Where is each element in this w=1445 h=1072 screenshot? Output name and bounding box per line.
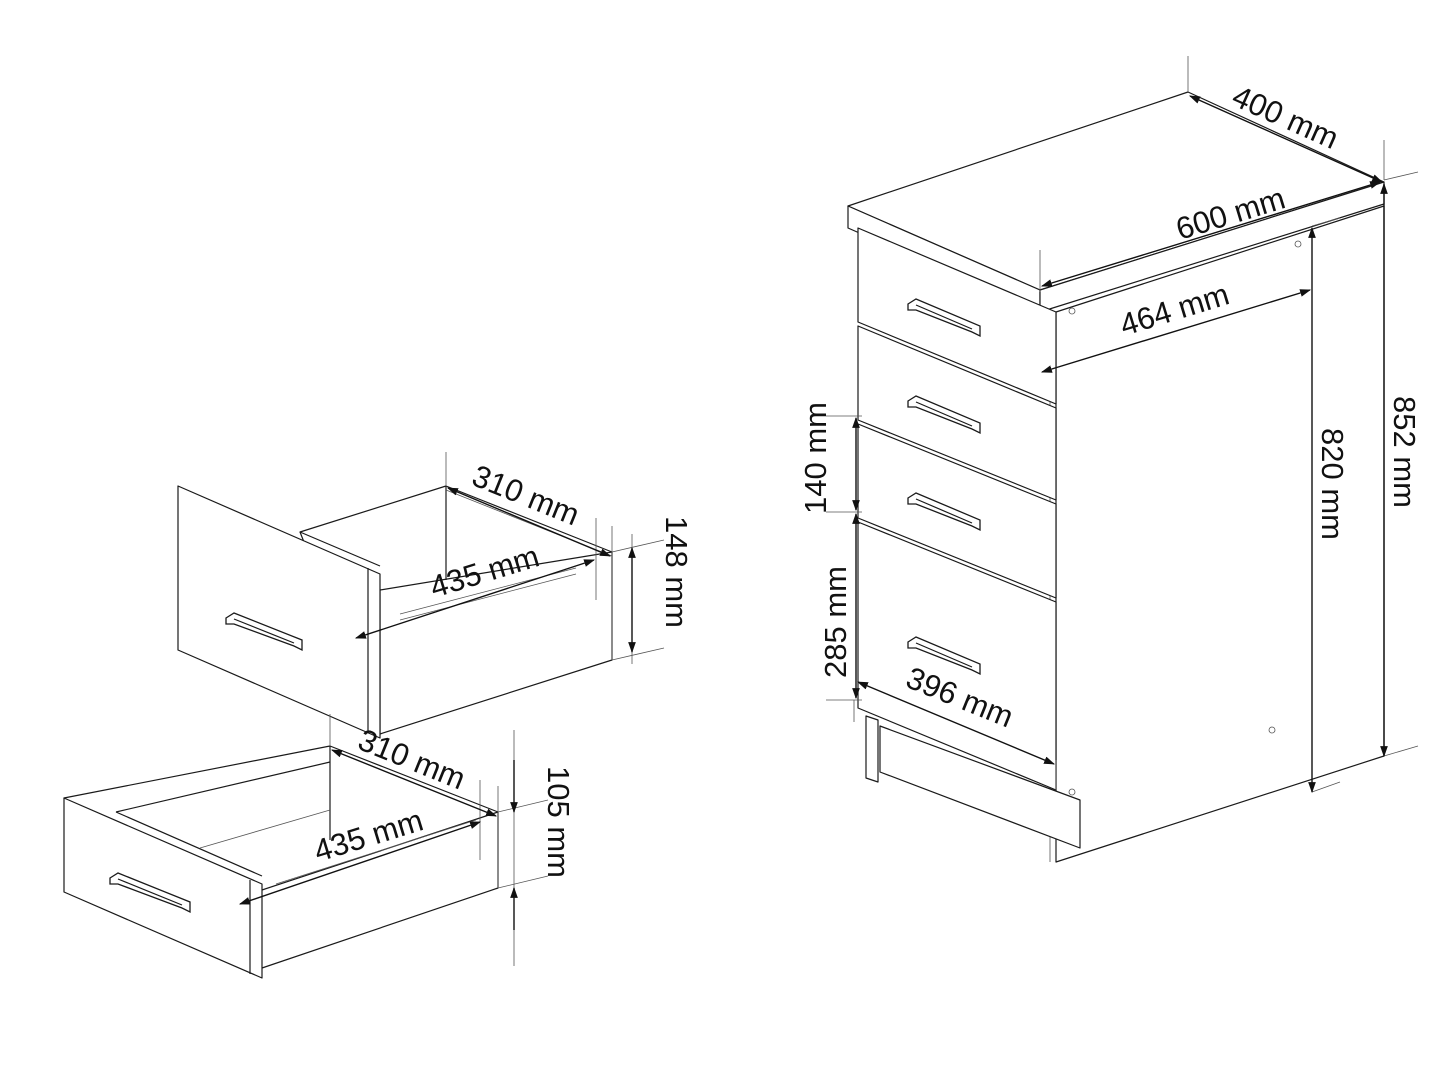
dim-line-600: [1040, 181, 1382, 287]
dim-label-140: 140 mm: [798, 402, 833, 514]
upper-drawer: [177, 452, 665, 739]
bar-handle-icon: [109, 872, 191, 914]
lower-drawer: [63, 714, 549, 979]
dim-line-lower-310: [330, 749, 498, 817]
dim-label-820: 820 mm: [1315, 428, 1350, 540]
dim-label-lower-310: 310 mm: [353, 722, 470, 796]
dim-line-396: [856, 681, 1056, 765]
dim-line-464: [1040, 289, 1312, 373]
upper-drawer-front: [177, 485, 381, 739]
dim-label-852: 852 mm: [1387, 396, 1422, 508]
dim-label-lower-435: 435 mm: [310, 802, 427, 868]
dim-label-upper-435: 435 mm: [426, 538, 543, 604]
dim-label-lower-105: 105 mm: [541, 766, 576, 878]
bar-handle-icon: [907, 298, 981, 338]
bar-handle-icon: [907, 492, 981, 532]
lower-drawer-front: [63, 797, 263, 979]
dim-line-lower-435: [238, 821, 482, 905]
bar-handle-icon: [225, 612, 303, 652]
dim-line-upper-435: [354, 559, 596, 639]
dim-line-upper-310: [446, 487, 612, 557]
cabinet-dimensions: [852, 95, 1388, 794]
cabinet-leg: [865, 715, 879, 783]
bar-handle-icon: [907, 395, 981, 435]
dim-line-400: [1188, 95, 1384, 183]
bar-handle-icon: [907, 636, 981, 676]
dim-label-285: 285 mm: [818, 566, 853, 678]
dim-label-upper-148: 148 mm: [659, 516, 694, 628]
